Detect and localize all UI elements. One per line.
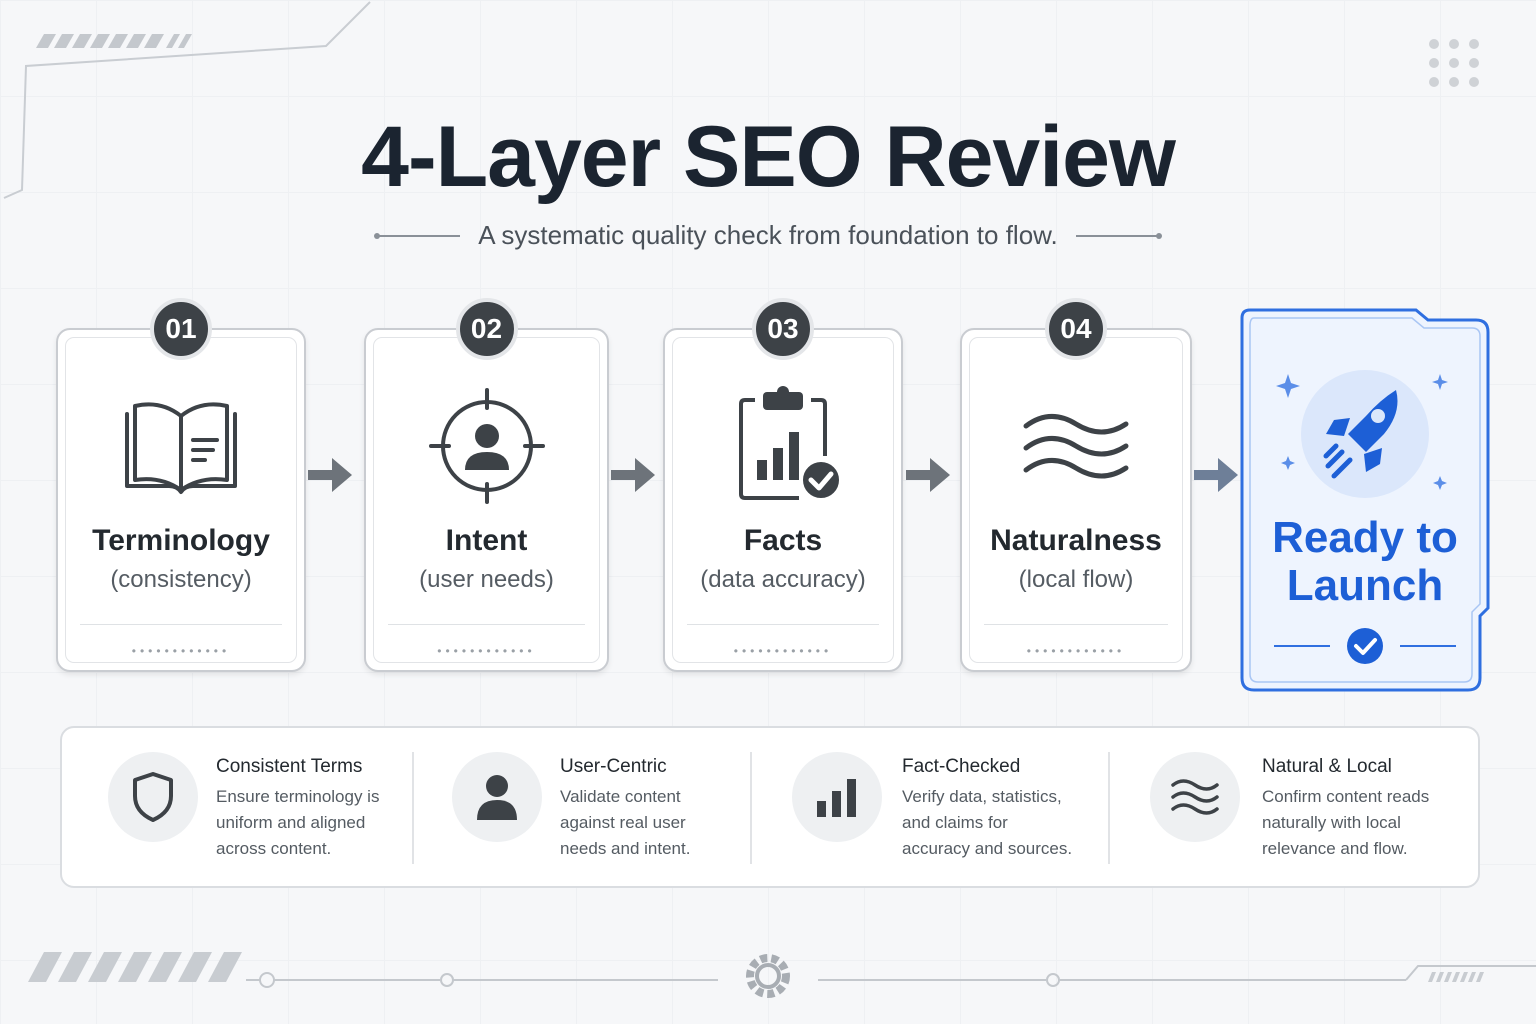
feature-desc-line: and claims for: [902, 813, 1008, 832]
feature-desc-line: naturally with local: [1262, 813, 1401, 832]
feature-desc-line: uniform and aligned: [216, 813, 366, 832]
card-divider: [687, 624, 879, 625]
feature-separator: [1108, 752, 1110, 864]
waves-icon: [1023, 414, 1129, 479]
feature-fact-checked: Fact-Checked Verify data, statistics, an…: [752, 728, 1108, 888]
step-title: Intent: [445, 524, 528, 557]
open-book-icon: [125, 402, 237, 494]
card-divider: [388, 624, 585, 625]
step-title: Terminology: [92, 524, 270, 557]
bar-chart-icon: [817, 779, 856, 817]
feature-description: Confirm content reads naturally with loc…: [1262, 784, 1452, 862]
user-target-icon: [428, 388, 545, 504]
feature-user-centric: User-Centric Validate content against re…: [414, 728, 750, 888]
shield-icon: [133, 772, 173, 822]
feature-desc-line: Validate content: [560, 787, 681, 806]
subtitle-divider-right: [1075, 232, 1162, 239]
card-dots-decoration: ••••••••••••: [1026, 644, 1126, 658]
feature-description: Ensure terminology is uniform and aligne…: [216, 784, 406, 862]
launch-card: Ready to Launch: [1240, 308, 1490, 692]
feature-natural-local: Natural & Local Confirm content reads na…: [1110, 728, 1480, 888]
feature-desc-line: across content.: [216, 839, 332, 858]
launch-title-line1: Ready to: [1272, 513, 1458, 562]
step-card-terminology: 01 Terminology (consistency) •••••••••••…: [56, 298, 306, 672]
features-panel: Consistent Terms Ensure terminology is u…: [60, 726, 1480, 888]
corner-decoration-top-left: [3, 1, 371, 199]
launch-title: Ready to Launch: [1240, 514, 1490, 610]
step-subtitle: (local flow): [1018, 566, 1134, 593]
waves-icon: [1171, 779, 1219, 815]
launch-check-divider: [1274, 628, 1456, 664]
feature-description: Verify data, statistics, and claims for …: [902, 784, 1092, 862]
feature-title: Consistent Terms: [216, 756, 363, 777]
feature-icon-circle: [452, 752, 542, 842]
dots-decoration: [1429, 39, 1479, 87]
subtitle-divider-left: [374, 232, 461, 239]
feature-title: Fact-Checked: [902, 756, 1021, 777]
feature-consistent-terms: Consistent Terms Ensure terminology is u…: [62, 728, 412, 888]
step-number-badge: 04: [1045, 298, 1107, 360]
arrow-right-icon: [1194, 458, 1238, 492]
feature-desc-line: Confirm content reads: [1262, 787, 1430, 806]
rocket-icon: [1276, 370, 1448, 498]
step-number-badge: 02: [455, 298, 518, 360]
gear-icon: [746, 954, 790, 998]
feature-desc-line: needs and intent.: [560, 839, 691, 858]
arrow-right-icon: [611, 458, 655, 492]
feature-title: User-Centric: [560, 756, 667, 777]
launch-title-line2: Launch: [1286, 561, 1444, 610]
feature-separator: [412, 752, 414, 864]
user-icon: [477, 775, 517, 820]
clipboard-chart-check-icon: [739, 386, 843, 502]
feature-icon-circle: [792, 752, 882, 842]
card-divider: [984, 624, 1168, 625]
arrow-right-icon: [906, 458, 950, 492]
feature-desc-line: Ensure terminology is: [216, 787, 380, 806]
feature-desc-line: relevance and flow.: [1262, 839, 1408, 858]
step-subtitle: (user needs): [419, 566, 554, 593]
step-subtitle: (data accuracy): [700, 566, 866, 593]
step-title: Facts: [743, 524, 823, 557]
feature-description: Validate content against real user needs…: [560, 784, 750, 862]
step-number-badge: 03: [752, 298, 814, 360]
footer-decoration: [28, 952, 1536, 998]
card-dots-decoration: ••••••••••••: [437, 644, 536, 658]
card-dots-decoration: ••••••••••••: [733, 644, 833, 658]
feature-desc-line: against real user: [560, 813, 686, 832]
card-dots-decoration: ••••••••••••: [131, 644, 231, 658]
feature-desc-line: Verify data, statistics,: [902, 787, 1062, 806]
page-subtitle: A systematic quality check from foundati…: [478, 220, 1058, 250]
step-card-naturalness: 04 Naturalness (local flow) ••••••••••••: [960, 298, 1192, 672]
arrow-right-icon: [308, 458, 352, 492]
step-number-badge: 01: [150, 298, 212, 360]
step-subtitle: (consistency): [110, 566, 252, 593]
page-title: 4-Layer SEO Review: [361, 109, 1176, 205]
feature-title: Natural & Local: [1262, 756, 1392, 777]
step-card-facts: 03 Facts (data accuracy) ••••••••••••: [663, 298, 903, 672]
launch-card-frame: [1240, 308, 1490, 692]
feature-separator: [750, 752, 752, 864]
feature-icon-circle: [1150, 752, 1240, 842]
step-card-intent: 02 Intent (user needs) ••••••••••••: [364, 298, 609, 672]
card-divider: [80, 624, 282, 625]
feature-icon-circle: [108, 752, 198, 842]
subtitle-row: A systematic quality check from foundati…: [0, 220, 1536, 251]
feature-desc-line: accuracy and sources.: [902, 839, 1073, 858]
step-title: Naturalness: [990, 524, 1162, 557]
